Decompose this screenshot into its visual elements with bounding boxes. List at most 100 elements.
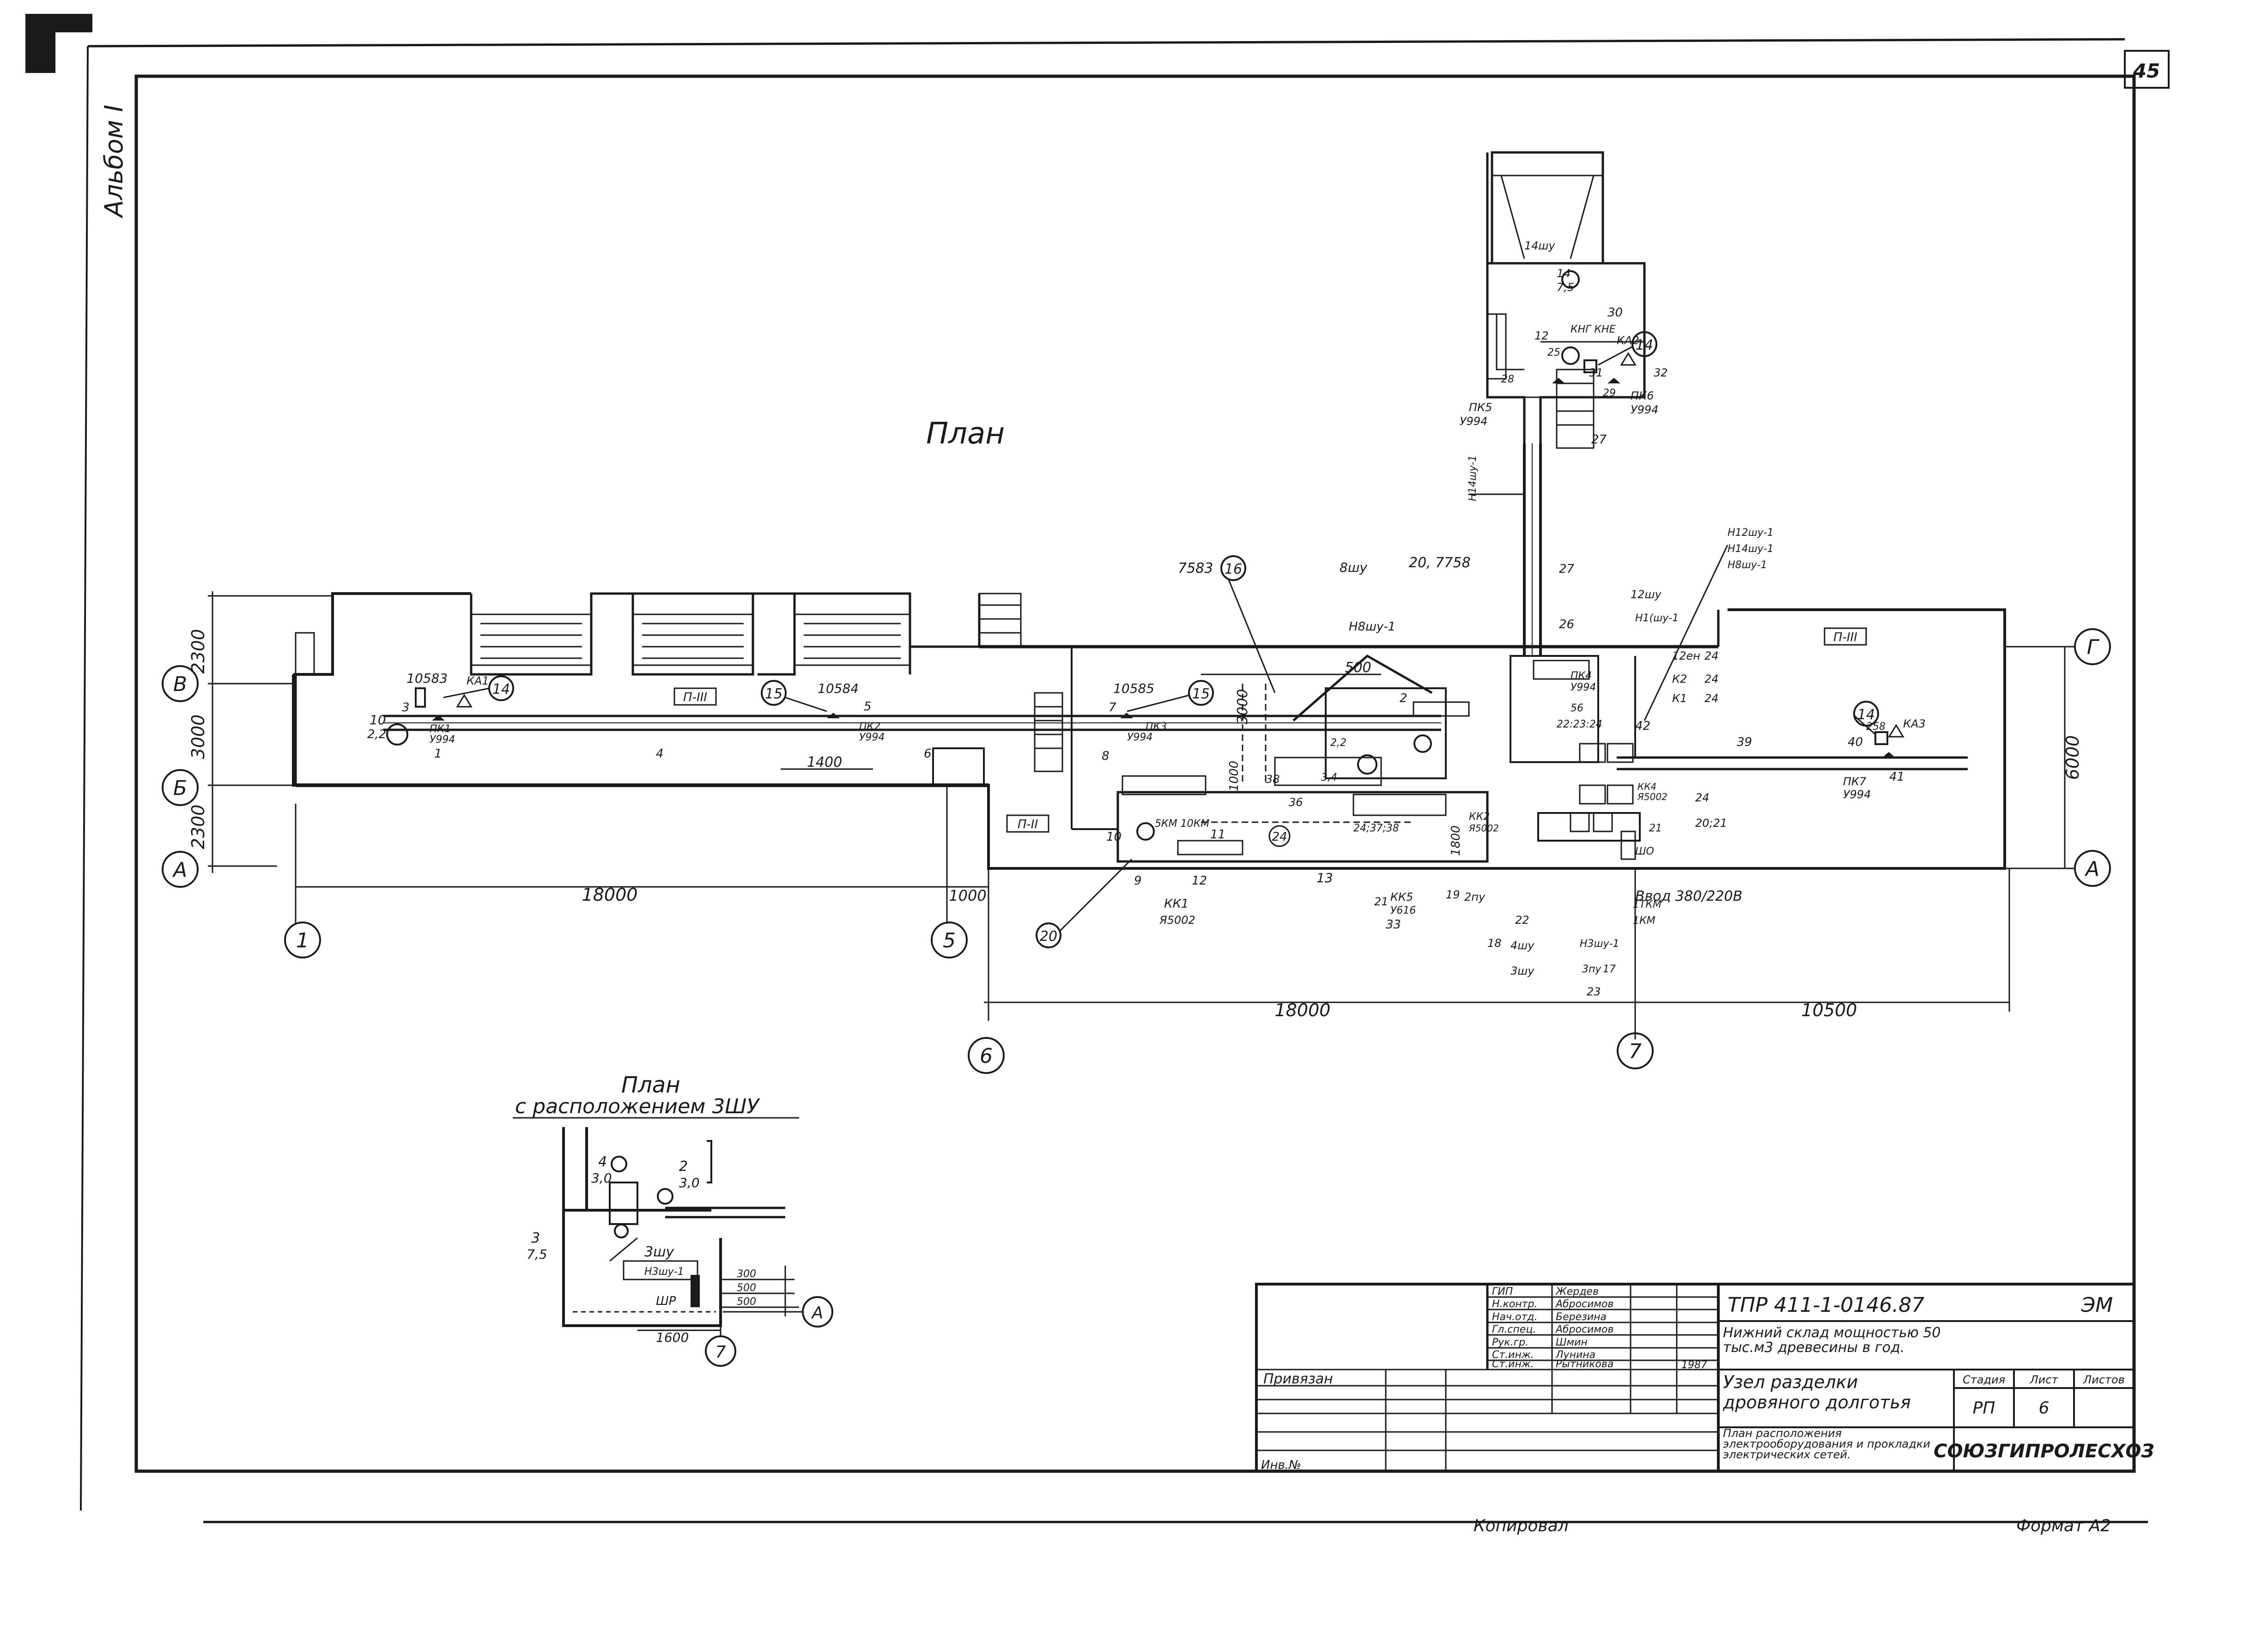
axis-6-label: 6: [980, 1044, 993, 1068]
label-10585: 10585: [1113, 681, 1154, 696]
label-1km: 1КМ: [1633, 915, 1656, 927]
label-11: 11: [1210, 828, 1225, 842]
label-3-4: 3,4: [1321, 772, 1337, 783]
label-14-tower: 14: [1557, 267, 1571, 280]
label-8shu: 8шу: [1340, 560, 1367, 575]
room-tag-p3-left: П-III: [683, 691, 707, 704]
label-28: 28: [1501, 374, 1514, 385]
label-ka1: КА1: [467, 674, 489, 687]
label-kk4: КК4: [1637, 781, 1656, 792]
label-3shu: 3шу: [1510, 964, 1534, 977]
stamp-project-box: Нижний склад мощностью 50 тыс.м3 древеси…: [1723, 1326, 1941, 1356]
dim-1800: 1800: [1449, 825, 1463, 856]
label-u994-4: У994: [1571, 682, 1596, 693]
label-12-bottom: 12: [1192, 874, 1207, 888]
label-33: 33: [1386, 918, 1401, 932]
title-block: [1255, 1283, 2135, 1473]
stamp-name-3: Березина: [1556, 1311, 1607, 1323]
dim-18000-bottom: 18000: [1275, 1000, 1331, 1020]
dim-10500: 10500: [1801, 1000, 1857, 1020]
room-tags: П-III П-II П-III: [673, 627, 1867, 833]
label-3: 3: [402, 701, 410, 715]
label-7583: 7583: [1178, 560, 1213, 576]
callout-24-mid: 24: [1272, 830, 1287, 844]
dim-18000-left: 18000: [582, 885, 638, 905]
stamp-project: Нижний склад мощностью 50 тыс.м3 древеси…: [1723, 1326, 1941, 1356]
label-24-d: 24: [1695, 791, 1710, 804]
plan2-label-shr: ШР: [656, 1294, 676, 1308]
stamp-role-stinzh-1: Ст.инж.: [1492, 1349, 1534, 1361]
dim-1000-mid: 1000: [1227, 761, 1241, 791]
drawing-frame: [134, 74, 2136, 1473]
plan-annotations: 10583 10584 10585 10 2,2 3 7 5 4 1 6 8 П…: [367, 239, 1926, 998]
label-24-c: 24: [1704, 692, 1719, 705]
axis-b-label: Б: [173, 776, 187, 800]
plan2-dim-500-b: 500: [737, 1296, 756, 1308]
label-k2: К2: [1672, 673, 1687, 685]
stamp-role-nachotd: Нач.отд.: [1492, 1311, 1538, 1323]
corner-mark-top: [25, 14, 92, 32]
footer-copied-by: Копировал: [1474, 1516, 1569, 1535]
plan2-label-n3shu: Н3шу-1: [644, 1266, 684, 1278]
sheet-top-line: [87, 38, 2125, 48]
plan2-label-3-0-a: 3,0: [591, 1170, 612, 1186]
label-56: 56: [1571, 703, 1583, 714]
plan2-dim-300: 300: [737, 1268, 756, 1280]
stamp-section-box: Узел разделки дровяного долготья: [1723, 1372, 1911, 1413]
equipment-symbols: [386, 270, 1904, 855]
label-12shu: 12шу: [1631, 588, 1662, 601]
axis-5-label: 5: [943, 929, 956, 952]
plan2-label-3shu: 3шу: [644, 1244, 675, 1260]
plan2-label-7-5: 7,5: [527, 1247, 547, 1262]
stamp-name-5: Шмин: [1556, 1337, 1588, 1348]
footer-format: Формат А2: [2016, 1516, 2111, 1535]
dim-500: 500: [1345, 660, 1371, 676]
stamp-role-nkontr: Н.контр.: [1492, 1298, 1537, 1310]
stamp-name-1: Жердев: [1555, 1286, 1599, 1298]
stamp-org: СОЮЗГИПРОЛЕСХОЗ: [1934, 1441, 2154, 1462]
dim-2300-bottom: 2300: [188, 805, 208, 849]
plan2-labels: 4 3,0 2 3,0 3 7,5 3шу Н3шу-1 ШР 300 500 …: [527, 1154, 823, 1362]
dim-3000: 3000: [188, 715, 208, 759]
label-10584: 10584: [818, 681, 859, 696]
label-pk1: ПК1: [430, 723, 451, 735]
label-u994-6: У994: [1631, 403, 1658, 416]
plan2-title: План: [621, 1072, 680, 1098]
plan2-dim-500-a: 500: [737, 1282, 756, 1294]
axis-grid: [162, 591, 2111, 1074]
stamp-drawing-box: План расположения электрооборудования и …: [1723, 1428, 1930, 1461]
plan2-subtitle: с расположением 3ШУ: [515, 1095, 760, 1118]
label-19: 19: [1446, 888, 1460, 901]
label-ya5002-2: Я5002: [1468, 823, 1499, 834]
label-9: 9: [1134, 874, 1142, 888]
label-k1: К1: [1672, 692, 1687, 705]
side-note: Альбом I: [99, 105, 128, 218]
stamp-role-glspec: Гл.спец.: [1492, 1324, 1536, 1335]
label-25-top: 25: [1547, 347, 1560, 358]
leader-lines: [443, 346, 1876, 932]
plan-title: План: [926, 417, 1005, 451]
label-14shu: 14шу: [1524, 239, 1556, 252]
label-5km-10km: 5КМ 10КМ: [1155, 818, 1209, 830]
label-24-37-38: 24;37;38: [1353, 823, 1399, 834]
label-n11shu: Н1(шу-1: [1635, 612, 1679, 624]
axis-labels: В Б А Г А 1 5 6 7: [172, 636, 2100, 1068]
callout-labels: 14 15 15 16 20 14 14 24: [492, 337, 1875, 945]
dim-1000: 1000: [949, 887, 986, 904]
axis-a-label: А: [172, 858, 187, 882]
plan2-label-4: 4: [598, 1154, 607, 1170]
label-input-380-220v: Ввод 380/220В: [1635, 888, 1742, 904]
label-5: 5: [864, 700, 872, 714]
stamp-drawing: План расположения электрооборудования и …: [1723, 1428, 1930, 1461]
label-ya5002-1: Я5002: [1159, 914, 1195, 927]
label-32: 32: [1654, 366, 1668, 379]
stamp-role-stinzh-2: Ст.инж.: [1492, 1358, 1534, 1370]
label-kng: КНГ КНЕ: [1571, 324, 1616, 335]
label-n8shu1: Н8шу-1: [1349, 620, 1395, 634]
label-3pu: 3пу: [1582, 964, 1601, 975]
label-10-mid: 10: [1106, 830, 1122, 844]
stamp-role-rukgr: Рук.гр.: [1492, 1337, 1528, 1348]
callout-20: 20: [1040, 928, 1057, 945]
axis-v-label: В: [173, 673, 187, 696]
